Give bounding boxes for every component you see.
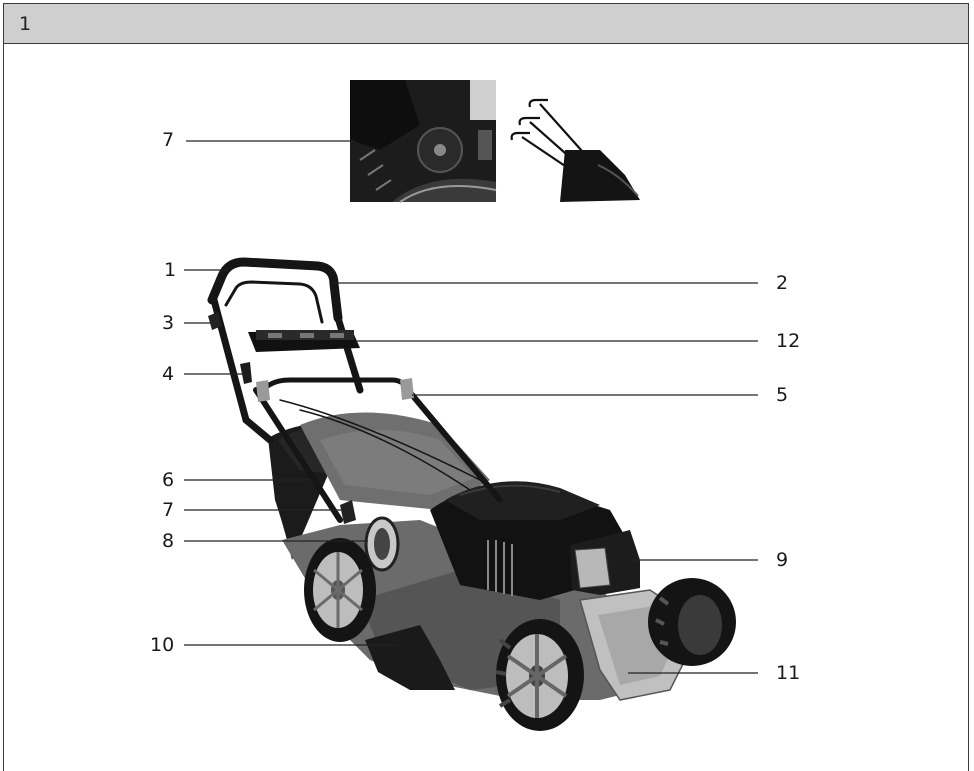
control-box xyxy=(248,330,360,352)
callout-7: 7 xyxy=(162,499,175,521)
callout-12: 12 xyxy=(776,330,801,352)
callout-1: 1 xyxy=(164,259,177,281)
callout-5: 5 xyxy=(776,384,789,406)
leader-lines xyxy=(184,140,758,674)
callout-10: 10 xyxy=(150,634,175,656)
page-frame: 1 xyxy=(3,3,969,771)
front-left-wheel xyxy=(495,619,584,731)
handle-clamp-left xyxy=(256,380,270,402)
callout-3: 3 xyxy=(162,312,175,334)
callout-6: 6 xyxy=(162,469,175,491)
callout-9: 9 xyxy=(776,549,789,571)
callout-8: 8 xyxy=(162,530,175,552)
front-right-wheel xyxy=(648,578,736,666)
callout-4: 4 xyxy=(162,363,175,385)
figure-header: 1 xyxy=(4,4,968,44)
callout-2: 2 xyxy=(776,272,789,294)
handle-clamp-right xyxy=(400,378,414,400)
handle-clamp-upper xyxy=(208,312,222,330)
callout-11: 11 xyxy=(776,662,801,684)
callout-7-detail: 7 xyxy=(162,129,175,151)
handle-clamp-lower xyxy=(240,362,252,384)
lawnmower-body xyxy=(268,412,691,701)
detail-lever-image xyxy=(510,98,640,202)
detail-wheel-adjuster-image xyxy=(350,80,497,203)
figure-number: 1 xyxy=(19,13,32,35)
rear-wheel xyxy=(304,538,376,642)
